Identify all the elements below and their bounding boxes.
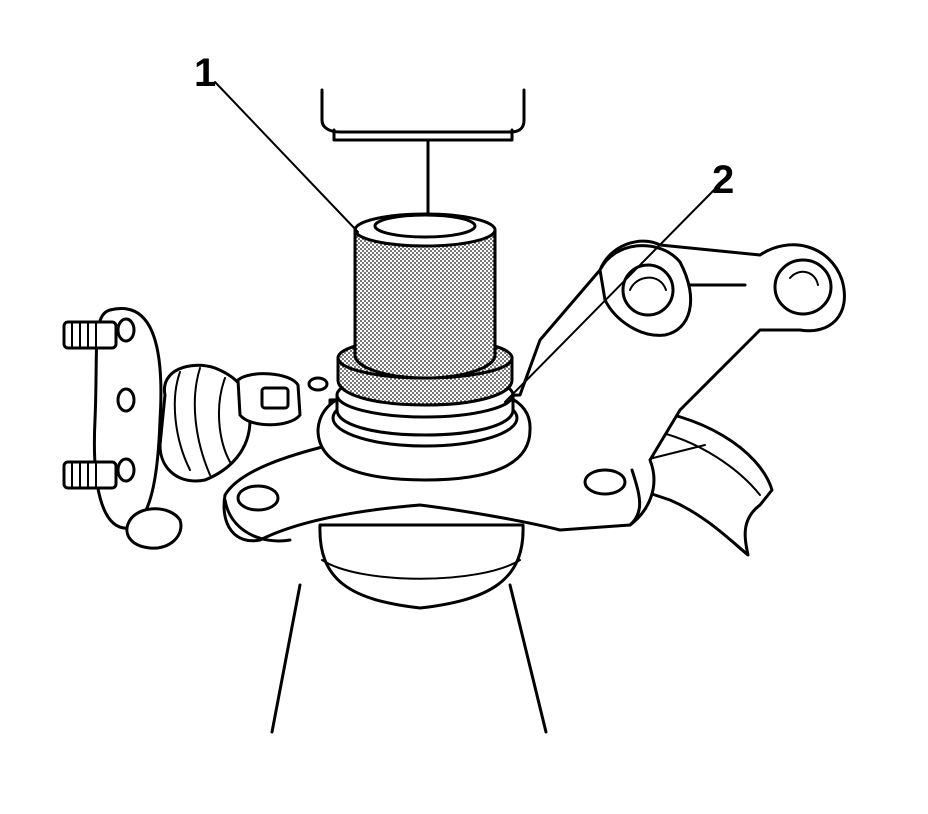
cv-joint-boot (125, 363, 252, 550)
wheel-speed-sensor (236, 372, 329, 427)
callout-2-label: 2 (712, 158, 734, 202)
wheel-stud-lower (62, 460, 118, 490)
callout-2-leader (504, 189, 715, 403)
hub-lower-housing (318, 523, 525, 610)
callout-1-label: 1 (194, 51, 216, 95)
press-support-stand (270, 583, 548, 734)
bearing-installer-tool (336, 212, 514, 407)
callout-1-leader (214, 81, 359, 233)
press-ram (320, 88, 526, 227)
wheel-stud-upper (62, 320, 118, 350)
